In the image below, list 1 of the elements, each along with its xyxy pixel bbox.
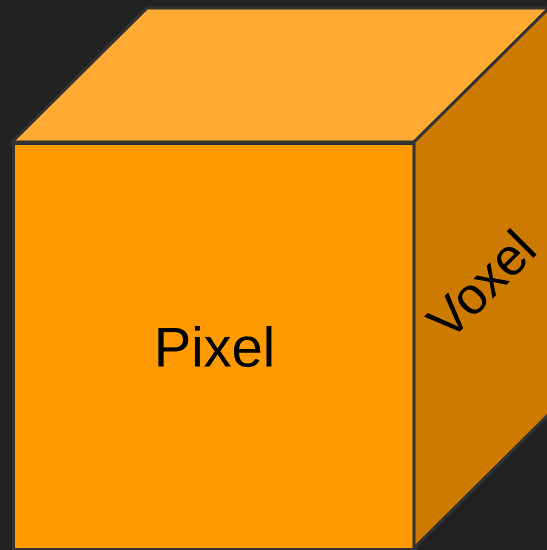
cube-front-face: Pixel (12, 142, 417, 550)
